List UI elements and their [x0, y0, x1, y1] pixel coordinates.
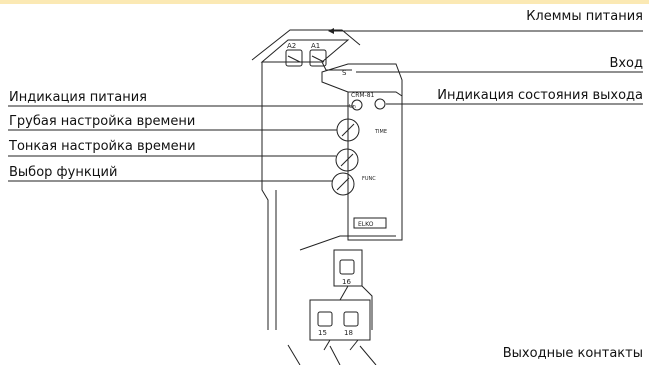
terminal-16-text: 16 — [342, 278, 351, 286]
function-knob — [331, 172, 355, 196]
brand-text: ELKO — [358, 221, 374, 228]
brand-box — [353, 217, 387, 229]
terminal-s-text: S — [342, 69, 347, 77]
led-output — [374, 98, 386, 110]
leader-output-contacts-1 — [339, 285, 349, 301]
coarse-time-setting-label: Грубая настройка времени — [9, 114, 196, 129]
fine-time-setting-label: Тонкая настройка времени — [9, 139, 196, 154]
terminal-15-18-block — [309, 299, 371, 341]
terminal-15-text: 15 — [318, 329, 327, 337]
time-text: TIME — [374, 129, 387, 135]
input-label: Вход — [609, 56, 643, 71]
terminal-a1-screw — [309, 49, 327, 67]
led-un-text: Un — [349, 104, 356, 110]
top-terminal-block — [260, 39, 350, 63]
terminal-18-text: 18 — [344, 329, 353, 337]
terminal-a2-text: A2 — [287, 42, 296, 50]
power-terminals-label: Клеммы питания — [526, 9, 643, 24]
terminal-a1-text: A1 — [311, 42, 320, 50]
function-selection-label: Выбор функций — [9, 165, 118, 180]
fine-time-knob — [335, 148, 359, 172]
front-housing — [321, 63, 403, 241]
output-state-indication-label: Индикация состояния выхода — [437, 88, 643, 103]
terminal-a2-screw — [285, 49, 303, 67]
func-text: FUNC — [362, 176, 376, 182]
leader-output-contacts-3 — [349, 339, 359, 351]
output-contacts-label: Выходные контакты — [502, 346, 643, 361]
leader-output-contacts-2 — [323, 339, 331, 351]
model-text: CRM-81 — [351, 92, 375, 99]
header-band — [0, 0, 649, 4]
led-un — [351, 99, 363, 111]
power-indication-label: Индикация питания — [9, 90, 147, 105]
